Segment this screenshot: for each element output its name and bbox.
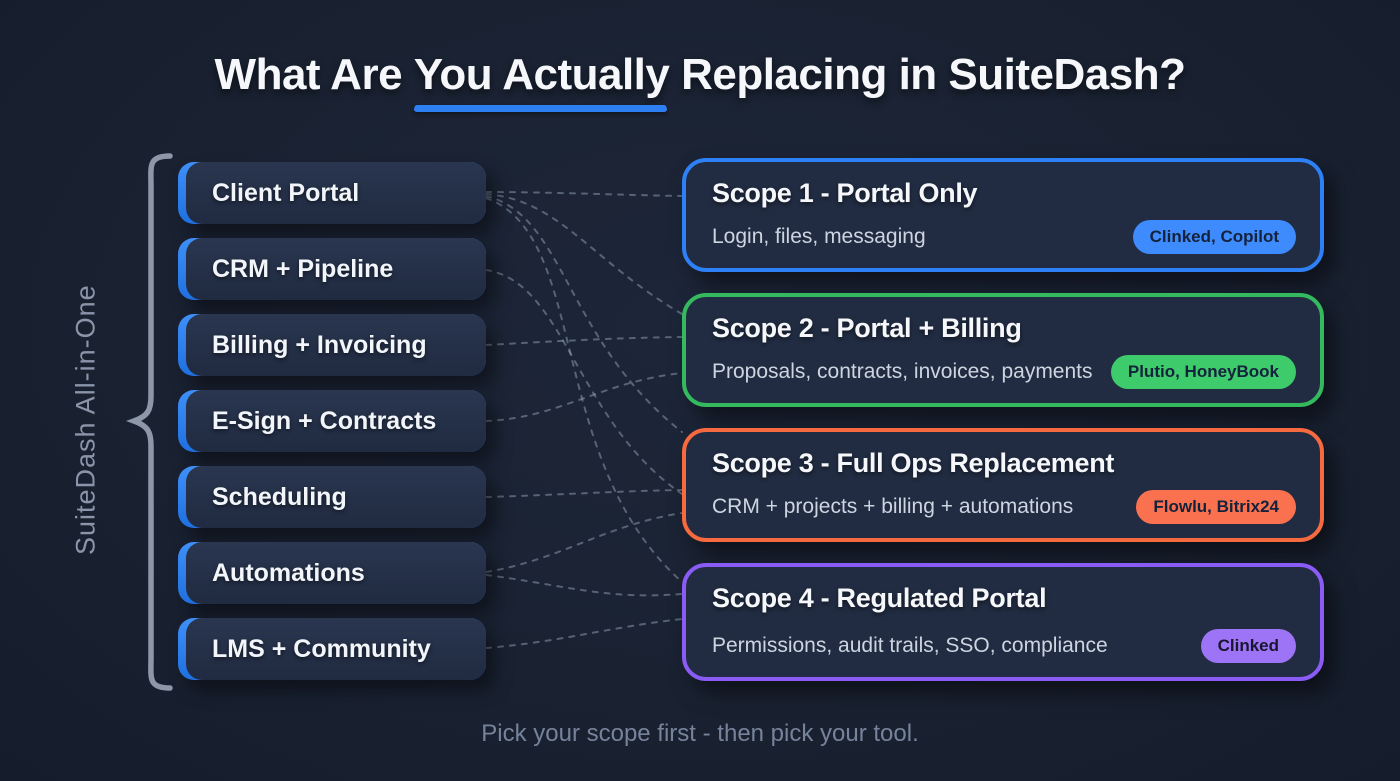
scope-card-2: Scope 2 - Portal + Billing Proposals, co… bbox=[682, 293, 1324, 407]
feature-card-automations: Automations bbox=[178, 542, 486, 604]
curly-brace bbox=[125, 153, 173, 691]
feature-label: LMS + Community bbox=[212, 634, 431, 663]
feature-card-esign-contracts: E-Sign + Contracts bbox=[178, 390, 486, 452]
scope-title: Scope 3 - Full Ops Replacement bbox=[712, 448, 1115, 478]
connector-clientportal-scope4 bbox=[485, 197, 683, 583]
scope-subtitle: Login, files, messaging bbox=[712, 225, 926, 248]
connector-clientportal-scope3 bbox=[485, 195, 683, 433]
feature-label: CRM + Pipeline bbox=[212, 254, 394, 283]
connector-lms-scope4 bbox=[485, 618, 683, 649]
scope-title: Scope 2 - Portal + Billing bbox=[712, 313, 1022, 343]
connector-clientportal-scope1 bbox=[485, 191, 683, 197]
scope-title: Scope 4 - Regulated Portal bbox=[712, 583, 1047, 613]
header: What Are You Actually Replacing in Suite… bbox=[0, 50, 1400, 112]
title-pre: What Are bbox=[214, 50, 414, 99]
scope-card-4: Scope 4 - Regulated Portal Permissions, … bbox=[682, 563, 1324, 681]
feature-card-crm-pipeline: CRM + Pipeline bbox=[178, 238, 486, 300]
title-post: Replacing in SuiteDash? bbox=[669, 50, 1186, 99]
connector-scheduling-scope3 bbox=[485, 489, 683, 498]
feature-label: Scheduling bbox=[212, 482, 347, 511]
feature-list: Client Portal CRM + Pipeline Billing + I… bbox=[178, 162, 486, 694]
footer-tagline: Pick your scope first - then pick your t… bbox=[481, 720, 919, 747]
scope-list: Scope 1 - Portal Only Login, files, mess… bbox=[682, 158, 1324, 702]
sidebar-vertical-label: SuiteDash All-in-One bbox=[70, 284, 101, 556]
feature-card-lms-community: LMS + Community bbox=[178, 618, 486, 680]
feature-label: Automations bbox=[212, 558, 365, 587]
connector-automations-scope3 bbox=[485, 512, 683, 573]
scope-subtitle: Permissions, audit trails, SSO, complian… bbox=[712, 634, 1108, 657]
feature-label: E-Sign + Contracts bbox=[212, 406, 437, 435]
scope-tools-badge: Clinked bbox=[1200, 629, 1296, 663]
scope-card-1: Scope 1 - Portal Only Login, files, mess… bbox=[682, 158, 1324, 272]
scope-title: Scope 1 - Portal Only bbox=[712, 178, 978, 208]
feature-card-client-portal: Client Portal bbox=[178, 162, 486, 224]
connector-billing-scope2 bbox=[485, 336, 683, 346]
feature-label: Billing + Invoicing bbox=[212, 330, 427, 359]
connector-clientportal-scope2 bbox=[485, 193, 683, 315]
connector-esign-scope2 bbox=[485, 372, 683, 422]
scope-tools-badge: Plutio, HoneyBook bbox=[1110, 355, 1296, 389]
scope-tools-badge: Flowlu, Bitrix24 bbox=[1136, 490, 1296, 524]
scope-subtitle: CRM + projects + billing + automations bbox=[712, 495, 1074, 518]
title-highlight-underlined: You Actually bbox=[413, 50, 670, 112]
feature-card-scheduling: Scheduling bbox=[178, 466, 486, 528]
feature-card-billing-invoicing: Billing + Invoicing bbox=[178, 314, 486, 376]
scope-tools-badge: Clinked, Copilot bbox=[1132, 220, 1296, 254]
feature-label: Client Portal bbox=[212, 178, 360, 207]
scope-card-3: Scope 3 - Full Ops Replacement CRM + pro… bbox=[682, 428, 1324, 542]
connector-automations-scope4 bbox=[485, 574, 683, 597]
connector-crm-scope3 bbox=[485, 269, 683, 495]
page-title: What Are You Actually Replacing in Suite… bbox=[214, 50, 1186, 112]
scope-subtitle: Proposals, contracts, invoices, payments bbox=[712, 360, 1093, 383]
